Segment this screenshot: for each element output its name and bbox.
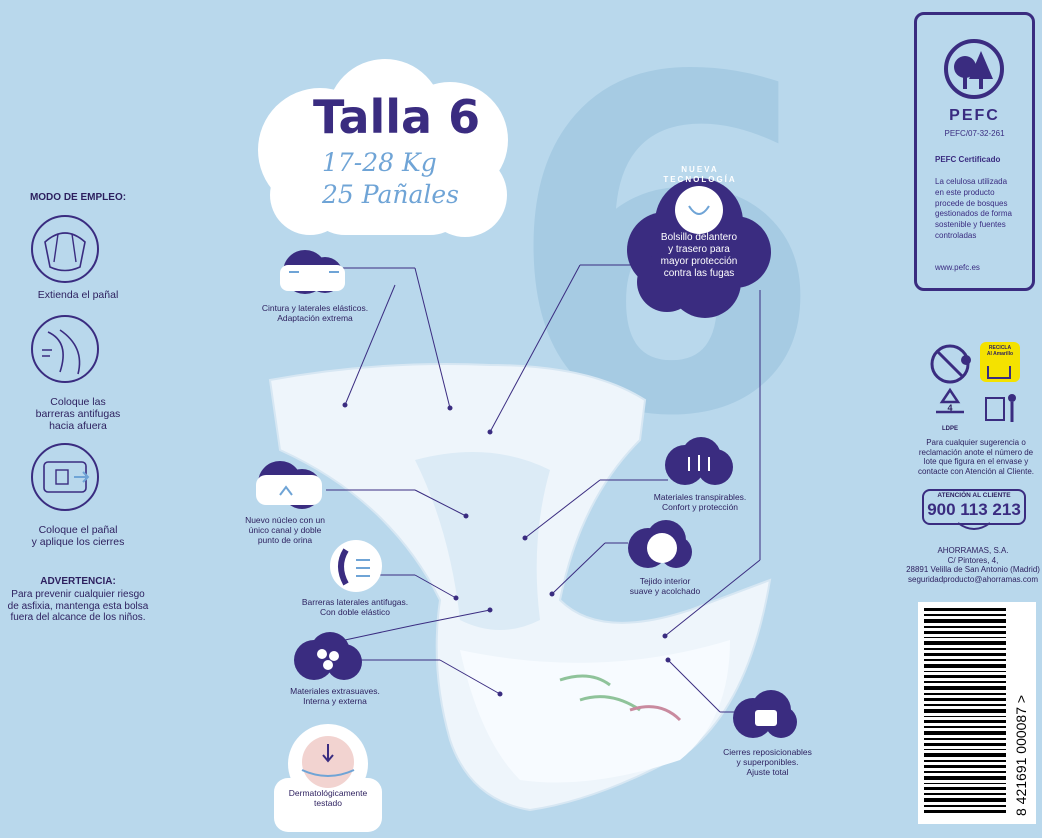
- customer-service-box: [922, 489, 1026, 525]
- breathable-feature-text: Materiales transpirables. Confort y prot…: [653, 492, 747, 513]
- core-feature-cloud: [256, 461, 322, 509]
- step-1-text: Extienda el pañal: [37, 289, 119, 301]
- pocket-feature-cloud: [627, 178, 771, 318]
- barcode-digits: 8 421691 000087 >: [1013, 695, 1029, 816]
- waist-feature-cloud: [280, 250, 345, 294]
- extend-diaper-icon: [31, 215, 99, 283]
- size-title: Talla 6: [313, 90, 481, 144]
- step-3-text: Coloque el pañal y aplique los cierres: [31, 524, 125, 549]
- soft-feature-text: Materiales extrasuaves. Interna y extern…: [290, 686, 380, 707]
- apply-closures-icon: [31, 443, 99, 511]
- new-technology-badge: NUEVA TECNOLOGÍA: [663, 165, 737, 184]
- size-weight: 17-28 Kg: [322, 148, 437, 177]
- warning-text: Para prevenir cualquier riesgo de asfixi…: [7, 589, 149, 623]
- pefc-logo-text: PEFC: [949, 107, 1000, 124]
- pefc-certified: PEFC Certificado: [935, 155, 1001, 164]
- barriers-feature-text: Barreras laterales antifugas. Con doble …: [301, 597, 409, 618]
- step-2-text: Coloque las barreras antifugas hacia afu…: [35, 396, 121, 433]
- pefc-url: www.pefc.es: [935, 263, 980, 272]
- cotton-feature-cloud: [294, 632, 362, 680]
- pefc-tree-icon: [944, 39, 1004, 99]
- barriers-feature-icon: [330, 540, 382, 592]
- pocket-feature-text: Bolsillo delantero y trasero para mayor …: [660, 232, 738, 279]
- fabric-feature-cloud: [628, 520, 692, 568]
- smile-icon: [957, 522, 991, 530]
- recycle-yellow-badge: RECICLA Al Amarillo: [986, 345, 1014, 357]
- waist-feature-text: Cintura y laterales elásticos. Adaptació…: [261, 303, 369, 324]
- title-cloud: [258, 59, 508, 237]
- derma-text: Dermatológicamente testado: [288, 788, 368, 809]
- barcode-bars: 8 421691 000087 >: [924, 608, 1029, 816]
- closures-feature-cloud: [733, 690, 797, 738]
- diaper-count: 25 Pañales: [322, 180, 459, 209]
- ldpe-number: 4: [947, 403, 953, 413]
- recycle-symbols: [930, 342, 1020, 422]
- ldpe-label: LDPE: [941, 426, 958, 432]
- customer-service-phone: 900 113 213: [927, 500, 1021, 519]
- warning-title: ADVERTENCIA:: [40, 576, 116, 587]
- fabric-feature-text: Tejido interior suave y acolchado: [629, 576, 701, 597]
- barcode: 8 421691 000087 >: [918, 602, 1036, 824]
- closures-feature-text: Cierres reposicionables y superponibles.…: [723, 747, 812, 778]
- pefc-certification-box: PEFC PEFC/07-32-261 PEFC Certificado La …: [914, 12, 1035, 291]
- company-address: AHORRAMAS, S.A. C/ Pintores, 4, 28891 Ve…: [906, 546, 1040, 584]
- customer-service-label: ATENCIÓN AL CLIENTE: [937, 492, 1011, 499]
- barriers-outward-icon: [31, 315, 99, 383]
- derma-cloud: [274, 724, 382, 832]
- core-feature-text: Nuevo núcleo con un único canal y doble …: [245, 515, 325, 546]
- breathable-feature-cloud: [665, 437, 733, 485]
- instructions-heading: MODO DE EMPLEO:: [29, 192, 127, 203]
- pefc-code: PEFC/07-32-261: [944, 129, 1005, 138]
- contact-note: Para cualquier sugerencia o reclamación …: [917, 438, 1035, 476]
- pefc-text: La celulosa utilizada en este producto p…: [935, 177, 1012, 240]
